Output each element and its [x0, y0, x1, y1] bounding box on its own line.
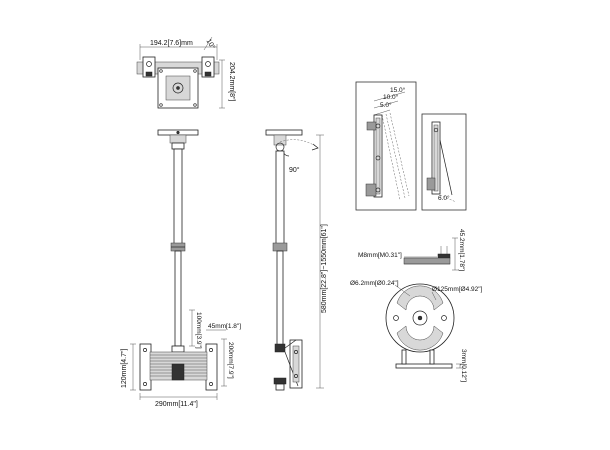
top-view-ceiling-plate: 194.2[7.6]mm 10° 204.2mm[8"] [136, 36, 235, 109]
plate-slot-bottom [396, 325, 444, 351]
front-upper-tube [173, 148, 183, 250]
vesa-slots [150, 354, 207, 377]
plate-125-label: Ø125mm[Ø4.92"] [432, 286, 483, 293]
thickness-3-label: 3mm[0.12"] [460, 349, 467, 382]
screw-head [437, 253, 451, 259]
tilt-5-label: 5.0° [380, 101, 392, 109]
hole-62-label: Ø6.2mm[Ø0.24"] [350, 280, 399, 287]
side-upper-tube [275, 150, 285, 250]
clip-profile [395, 363, 453, 369]
height-45-label: 45.2mm[1.78"] [458, 229, 465, 271]
side-ceiling-plate [265, 129, 303, 136]
front-lower-tube [174, 250, 182, 347]
side-view-mount: 90° 580mm[22.8"]~1550mm[61"] [265, 129, 328, 391]
front-view-mount: 100mm[3.9"] 45mm[1.8"] 200mm[7.9"] [121, 129, 241, 408]
rotation-angle-label: 90° [289, 166, 300, 174]
bracket-100-label: 100mm[3.9"] [195, 312, 202, 349]
plate-slot-top [396, 285, 444, 311]
top-height-label: 204.2mm[8"] [228, 62, 235, 102]
width-290-label: 290mm[11.4"] [155, 401, 198, 408]
tilt-15-label: 15.0° [390, 86, 406, 94]
plate-side-profile [403, 257, 451, 265]
tilt-detail-box-small: 6.0° [421, 113, 467, 211]
bracket-45-label: 45mm[1.8"] [208, 323, 241, 330]
pole-length-label: 580mm[22.8"]~1550mm[61"] [321, 224, 328, 313]
bracket-200-label: 200mm[7.9"] [227, 342, 234, 379]
side-lower-tube [276, 250, 284, 347]
tilt-detail-box-large: 15.0° 10.0° 5.0° [355, 81, 417, 211]
vesa-left-arm [139, 343, 152, 391]
vesa-right-arm [205, 343, 218, 391]
screw-m8-label: M8mm[M0.31"] [358, 252, 402, 259]
height-120-label: 120mm[4.7"] [121, 348, 128, 388]
plate-detail: M8mm[M0.31"] 45.2mm[1.78"] Ø6.2mm[Ø0.24"… [350, 229, 483, 382]
tilt-6-label: 6.0° [438, 194, 450, 202]
tilt-10-label: 10.0° [383, 93, 399, 101]
top-width-label: 194.2[7.6]mm [150, 40, 193, 47]
